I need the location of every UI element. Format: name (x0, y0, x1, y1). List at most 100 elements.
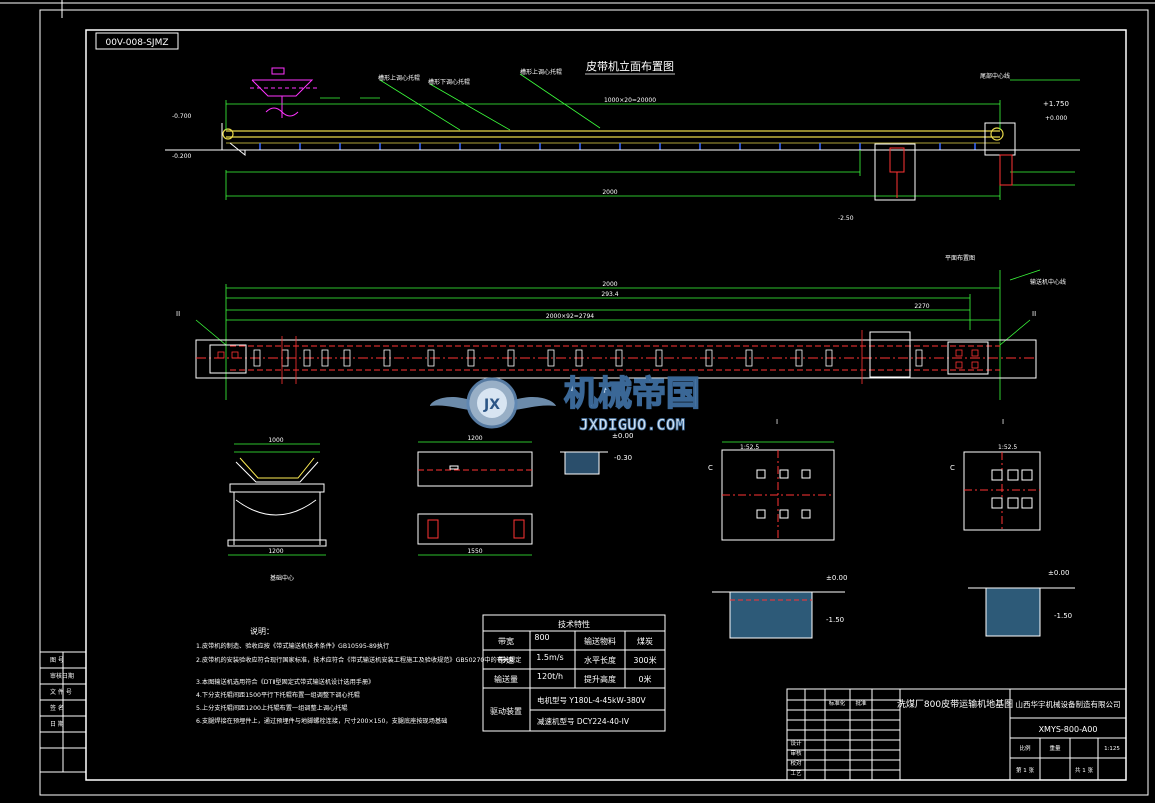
label-tail-center: 尾部中心线 (980, 72, 1010, 80)
tech-r1-c3: 输送物料 (584, 636, 616, 646)
dim-mid-elevation: 1000×20=20000 (604, 97, 656, 104)
dim-plan-a: 293.4 (601, 291, 618, 298)
dim-plan-total: 2000 (602, 281, 617, 288)
idlers-elevation (259, 143, 976, 150)
dim-plan-b: 2270 (914, 303, 929, 310)
drawing-code-text: 00V-008-SJMZ (105, 38, 168, 48)
watermark-sub: JXDIGUO.COM (579, 415, 685, 434)
notes-title: 说明： (250, 626, 274, 636)
watermark-logo: JX 机械帝国 JXDIGUO.COM (430, 373, 701, 434)
head-structure (221, 122, 1016, 201)
drawing-code-box (95, 32, 179, 50)
small-pit-section (560, 451, 608, 475)
elev-e10: ±0.00 (1048, 569, 1069, 577)
foundation-block-elevation (417, 441, 533, 487)
title-cell-process: 工艺 (790, 770, 802, 777)
title-cell-total: 共 1 张 (1075, 766, 1093, 774)
elev-e1: +1.750 (1043, 100, 1069, 108)
dim-total-elevation: 2000 (602, 189, 617, 196)
scale-pit-1: 1:52.5 (740, 444, 759, 451)
tech-r2-c4: 300米 (633, 655, 656, 665)
tech-r3-c1: 输送量 (494, 674, 518, 684)
section-center-label: 输送机中心线 (1030, 278, 1066, 286)
pit-plan-small (963, 451, 1041, 531)
title-cell-sheet: 第 1 张 (1016, 766, 1034, 774)
foundation-block-plan (417, 513, 533, 556)
elev-e3: -0.200 (172, 153, 192, 160)
idler-dim-top: 1000 (268, 437, 283, 444)
tech-r1-c1: 带宽 (498, 636, 514, 646)
watermark-text: 机械帝国 (564, 374, 700, 414)
tech-r2-c3: 水平长度 (584, 655, 616, 665)
tech-r2-c1: 带速 (498, 656, 514, 665)
plan-label: 平面布置图 (945, 254, 975, 262)
tech-table-title: 技术特性 (558, 619, 590, 629)
note-line-4: 4.下分支托辊间距1500平行下托辊布置一组调整下调心托辊 (196, 691, 360, 699)
note-line-3: 3.本图输送机选用符合《DTⅡ型固定式带式输送机设计选用手册》 (196, 678, 374, 686)
note-line-6: 6.支腿焊接在预埋件上，通过预埋件与地脚螺栓连接，尺寸200×150，支腿底座按… (196, 717, 447, 725)
idler-cross-section (227, 443, 327, 556)
block-dim-bottom: 1550 (467, 548, 482, 555)
title-block-drawing-name: 洗煤厂800皮带运输机地基图 (897, 698, 1013, 710)
label-upper-idler-3: 槽形上调心托辊 (520, 68, 562, 76)
plan-red-centerlines (281, 330, 863, 384)
title-cell-check: 校对 (790, 759, 802, 767)
label-upper-idler-2: 槽形下调心托辊 (428, 78, 470, 86)
title-cell-review: 审核 (790, 749, 802, 757)
title-cell-design: 设计 (790, 739, 802, 747)
section-mark-s3: I (776, 418, 778, 426)
tech-table (482, 614, 666, 732)
elev-e2: -0.700 (172, 113, 192, 120)
block-dim-top: 1200 (467, 435, 482, 442)
elev-e6: ±0.00 (612, 432, 633, 440)
title-block-company: 山西华宇机械设备制造有限公司 (1016, 699, 1121, 709)
note-line-5: 5.上分支托辊间距1200上托辊布置一组调整上调心托辊 (196, 704, 348, 712)
note-line-1: 1.皮带机的制造、验收应按《带式输送机技术条件》GB10595-89执行 (196, 642, 389, 650)
notes-lines: 1.皮带机的制造、验收应按《带式输送机技术条件》GB10595-89执行 2.皮… (196, 642, 521, 725)
frame-border (85, 29, 1127, 781)
tech-motor: 电机型号 Y180L-4-45kW-380V (537, 695, 647, 705)
title-cell-approve: 批准 (855, 699, 867, 707)
label-upper-idler-1: 槽形上调心托辊 (378, 74, 420, 82)
plan-foundation-frame (195, 331, 1037, 379)
watermark-wing-right (514, 396, 556, 410)
side-stamp-2: 审核日期 (50, 672, 74, 680)
side-stamp-5: 日 期 (50, 720, 64, 728)
idler-dim-bottom: 1200 (268, 548, 283, 555)
scale-pit-2: 1:52.5 (998, 444, 1017, 451)
section-mark-s4: I (1002, 418, 1004, 426)
note-line-2: 2.皮带机的安装验收应符合现行国家标准，技术应符合《带式输送机安装工程施工及验收… (196, 656, 521, 664)
side-stamp-column: 图 号 审核日期 文 件 号 签 名 日 期 (39, 651, 87, 773)
idler-caption: 基础中心 (270, 574, 294, 582)
elev-e4: +0.000 (1045, 115, 1067, 122)
section-mark-s1: II (176, 310, 180, 318)
section-mark-s5: C (708, 464, 713, 472)
tech-drive-label: 驱动装置 (490, 706, 522, 716)
sheet-border (39, 9, 1149, 796)
title-cell-weight: 重量 (1049, 744, 1061, 752)
pit-section-large (712, 591, 845, 639)
title-cell-standard: 标准化 (829, 699, 846, 707)
elev-e11: -1.50 (1054, 612, 1072, 620)
elev-e7: -0.30 (614, 454, 632, 462)
pit-plan-large (721, 441, 835, 541)
tech-r3-c2: 120t/h (537, 672, 563, 681)
title-block (786, 688, 1127, 781)
pit-section-small (968, 587, 1075, 637)
elev-e5: -2.50 (838, 215, 854, 222)
watermark-wing-left (430, 396, 470, 410)
section-mark-s6: C (950, 464, 955, 472)
elev-e9: -1.50 (826, 616, 844, 624)
elevation-dimensions (225, 73, 1080, 200)
elev-e8: ±0.00 (826, 574, 847, 582)
tech-reducer: 减速机型号 DCY224-40-IV (537, 716, 630, 726)
elevation-title: 皮带机立面布置图 (586, 59, 674, 73)
title-cell-scale-label: 比例 (1019, 744, 1031, 752)
side-stamp-1: 图 号 (50, 657, 64, 664)
tech-r1-c2: 800 (534, 633, 549, 642)
title-cell-scale: 1:125 (1104, 746, 1120, 752)
plan-pads-red (217, 349, 979, 369)
side-stamp-4: 签 名 (50, 704, 64, 712)
drive-pulley-column (889, 147, 1013, 198)
